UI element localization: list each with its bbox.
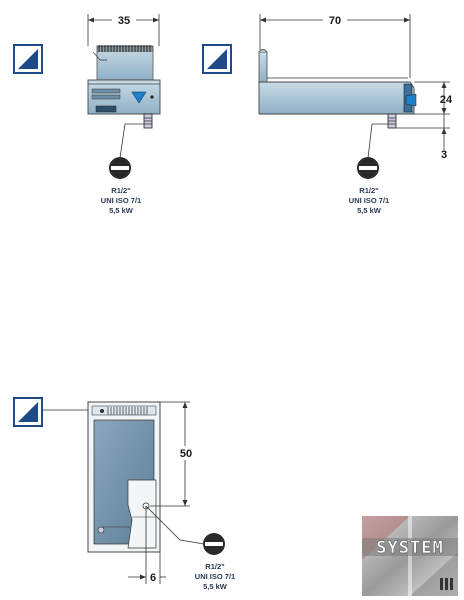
- side-view: 70 24 3: [202, 13, 453, 215]
- width-dimension: 35: [87, 13, 160, 46]
- height-dim-label: 24: [440, 94, 453, 106]
- gas-connector-icon: [357, 157, 379, 179]
- gas-connector-icon: [109, 157, 131, 179]
- logo-text: SYSTEM: [376, 538, 443, 558]
- top-view: 50 6 R1/2" UNI ISO 7/1 5,5 kW: [13, 397, 235, 591]
- connection-power: 5,5 kW: [357, 206, 382, 215]
- height-dimension: 24: [414, 81, 453, 115]
- width-dim-label: 35: [118, 15, 130, 27]
- griddle-icon: [13, 397, 43, 427]
- griddle-icon: [13, 44, 43, 74]
- feet-dim-label: 3: [441, 149, 447, 161]
- feet-dimension: 3: [396, 114, 450, 161]
- top-depth-dim-label: 50: [180, 448, 192, 460]
- connection-thread: R1/2": [111, 186, 131, 195]
- system-logo: SYSTEM: [362, 516, 458, 596]
- connection-power: 5,5 kW: [109, 206, 134, 215]
- front-view: 35: [13, 13, 161, 215]
- connection-standard: UNI ISO 7/1: [349, 196, 389, 205]
- top-depth-dimension: 50: [150, 401, 195, 507]
- griddle-icon: [202, 44, 232, 74]
- brand-badge: [131, 91, 147, 104]
- appliance-body-side: [258, 81, 415, 115]
- depth-dimension: 70: [259, 13, 411, 78]
- connection-thread: R1/2": [205, 562, 225, 571]
- offset-dim-label: 6: [150, 572, 156, 584]
- connection-thread: R1/2": [359, 186, 379, 195]
- gas-connector-icon: [203, 533, 225, 555]
- connection-power: 5,5 kW: [203, 582, 228, 591]
- connection-standard: UNI ISO 7/1: [101, 196, 141, 205]
- depth-dim-label: 70: [329, 15, 341, 27]
- connection-standard: UNI ISO 7/1: [195, 572, 235, 581]
- offset-dimension: 6: [128, 506, 166, 584]
